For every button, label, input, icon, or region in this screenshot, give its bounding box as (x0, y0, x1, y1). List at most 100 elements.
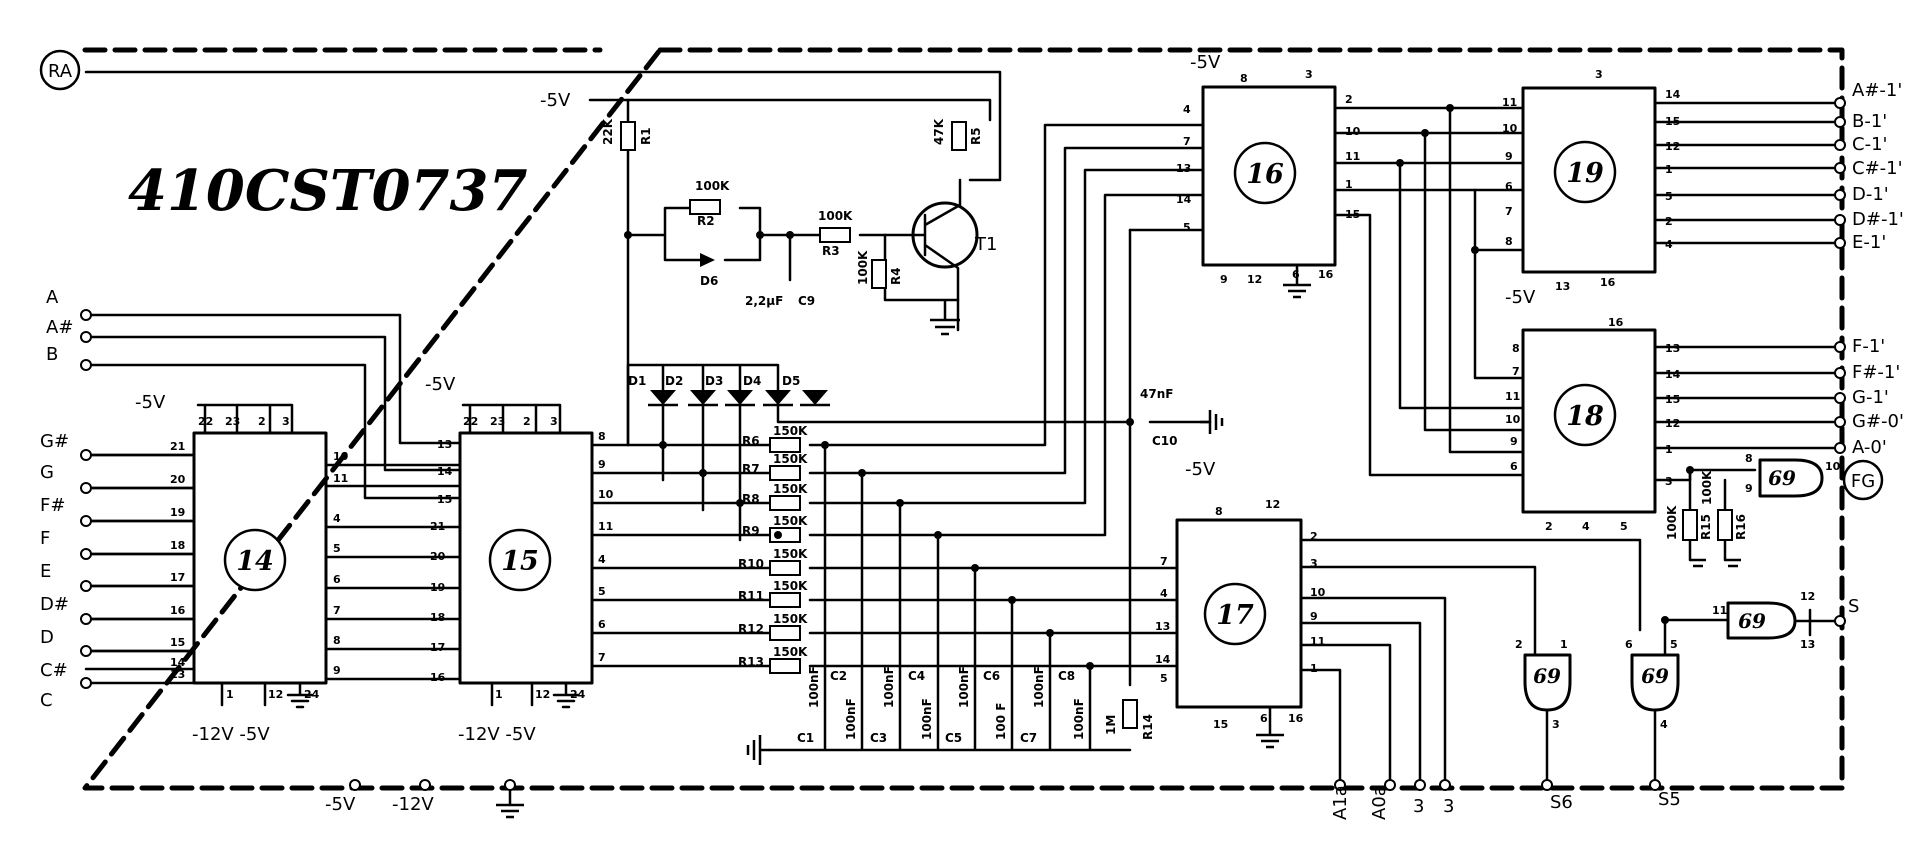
board-title: 410CST0737 (128, 158, 527, 224)
note-label: C (40, 690, 53, 711)
pin-number: 16 (1600, 276, 1616, 289)
pin-number: 11 (333, 472, 348, 485)
pin-number: 3 (550, 415, 558, 428)
ic14-supply-label: -12V -5V (192, 724, 270, 745)
pin-number: 20 (170, 473, 186, 486)
output-label: B-1' (1852, 111, 1887, 132)
pin-number: 11 (1502, 96, 1517, 109)
pin-number: 6 (1625, 638, 1633, 651)
pin-number: 5 (1183, 221, 1191, 234)
pin-number: 7 (1183, 135, 1191, 148)
pin-number: 5 (1665, 190, 1673, 203)
diode-label: D2 (665, 374, 683, 388)
gate-g3-label: 69 (1533, 664, 1561, 688)
pin-number: 8 (333, 634, 341, 647)
cap-label: C5 (945, 731, 962, 745)
r5-value: 47K (932, 118, 946, 145)
s6-label: S6 (1550, 792, 1573, 813)
right-connector-pins (1834, 97, 1846, 627)
cap-label: C7 (1020, 731, 1037, 745)
pin-number: 22 (198, 415, 213, 428)
r-ladder-label: R7 (742, 462, 760, 476)
pin-number: 17 (170, 571, 185, 584)
note-label: D# (40, 594, 69, 615)
r16-value: 100K (1700, 470, 1714, 505)
pin-number: 3 (1310, 557, 1318, 570)
pin-number: 4 (1665, 238, 1673, 251)
pin-number: 10 (1502, 122, 1518, 135)
r3-label: R3 (822, 244, 840, 258)
pin-number: 8 (1215, 505, 1223, 518)
r-ladder-label: R11 (738, 589, 764, 603)
pin-number: 14 (1176, 193, 1192, 206)
c10-value: 47nF (1140, 387, 1173, 401)
cap-value: 100nF (957, 666, 971, 708)
pin-number: 9 (598, 458, 606, 471)
pin-number: 10 (1310, 586, 1326, 599)
c9-label: C9 (798, 294, 815, 308)
ic-16-body (1201, 85, 1337, 267)
c10-label: C10 (1152, 434, 1178, 448)
pin-number: 6 (1505, 180, 1513, 193)
pin-number: 21 (430, 520, 445, 533)
pin-number: 6 (1292, 268, 1300, 281)
pin-number: 1 (495, 688, 503, 701)
pin-number: 5 (1620, 520, 1628, 533)
r-ladder-value: 150K (773, 579, 808, 593)
output-label: A#-1' (1852, 80, 1902, 101)
output-label: G#-0' (1852, 411, 1904, 432)
pin-number: 24 (304, 688, 320, 701)
pin-number: 15 (1665, 115, 1680, 128)
pin-number: 8 (1505, 235, 1513, 248)
r-ladder-value: 150K (773, 452, 808, 466)
pin-number: 10 (333, 450, 349, 463)
pin-number: 4 (1183, 103, 1191, 116)
r-ladder-label: R10 (738, 557, 764, 571)
r1-value: 22K (601, 118, 615, 145)
r-ladder-label: R12 (738, 622, 764, 636)
ic-14-label: 14 (236, 546, 274, 577)
r-ladder-label: R6 (742, 434, 760, 448)
pin-number: 1 (1665, 443, 1673, 456)
pin-number: 11 (1712, 604, 1727, 617)
pin-number: 6 (598, 618, 606, 631)
diode-label: D5 (782, 374, 800, 388)
pin-number: 7 (598, 651, 606, 664)
cap-value: 100nF (1032, 666, 1046, 708)
r-ladder-value: 150K (773, 482, 808, 496)
transistor-label: T1 (974, 234, 997, 255)
pin-number: 3 (1305, 68, 1313, 81)
input-b-label: B (46, 344, 58, 365)
output-label: C-1' (1852, 134, 1887, 155)
pin-number: 12 (535, 688, 550, 701)
pin-number: 17 (430, 641, 445, 654)
pin-number: 11 (598, 520, 613, 533)
gate-g1 (1758, 458, 1824, 498)
cap-label: C8 (1058, 669, 1075, 683)
pin-number: 13 (437, 438, 452, 451)
s5-label: S5 (1658, 789, 1681, 810)
pin-number: 8 (1745, 452, 1753, 465)
cap-value: 100nF (844, 698, 858, 740)
a1a-label: A1a (1330, 785, 1351, 820)
a0a-label: A0a (1369, 785, 1390, 820)
pin-number: 1 (1665, 163, 1673, 176)
pin-number: 15 (1345, 208, 1360, 221)
pin-number: 14 (170, 656, 186, 669)
ra-connector-label: RA (48, 61, 73, 82)
output-label: C#-1' (1852, 158, 1903, 179)
pin-number: 10 (598, 488, 614, 501)
gate-g4-label: 69 (1641, 664, 1669, 688)
pin-number: 2 (1545, 520, 1553, 533)
pin-number: 11 (1310, 635, 1325, 648)
pin-number: 1 (1310, 662, 1318, 675)
r2-value: 100K (695, 179, 730, 193)
gate-g1-label: 69 (1768, 466, 1796, 490)
pin-number: 5 (598, 585, 606, 598)
ic16-neg5-label: -5V (1190, 52, 1221, 73)
r1-label: R1 (639, 127, 653, 145)
pin-number: 14 (1155, 653, 1171, 666)
pin-number: 10 (1825, 460, 1841, 473)
pin-number: 19 (170, 506, 185, 519)
diode-label: D1 (628, 374, 646, 388)
